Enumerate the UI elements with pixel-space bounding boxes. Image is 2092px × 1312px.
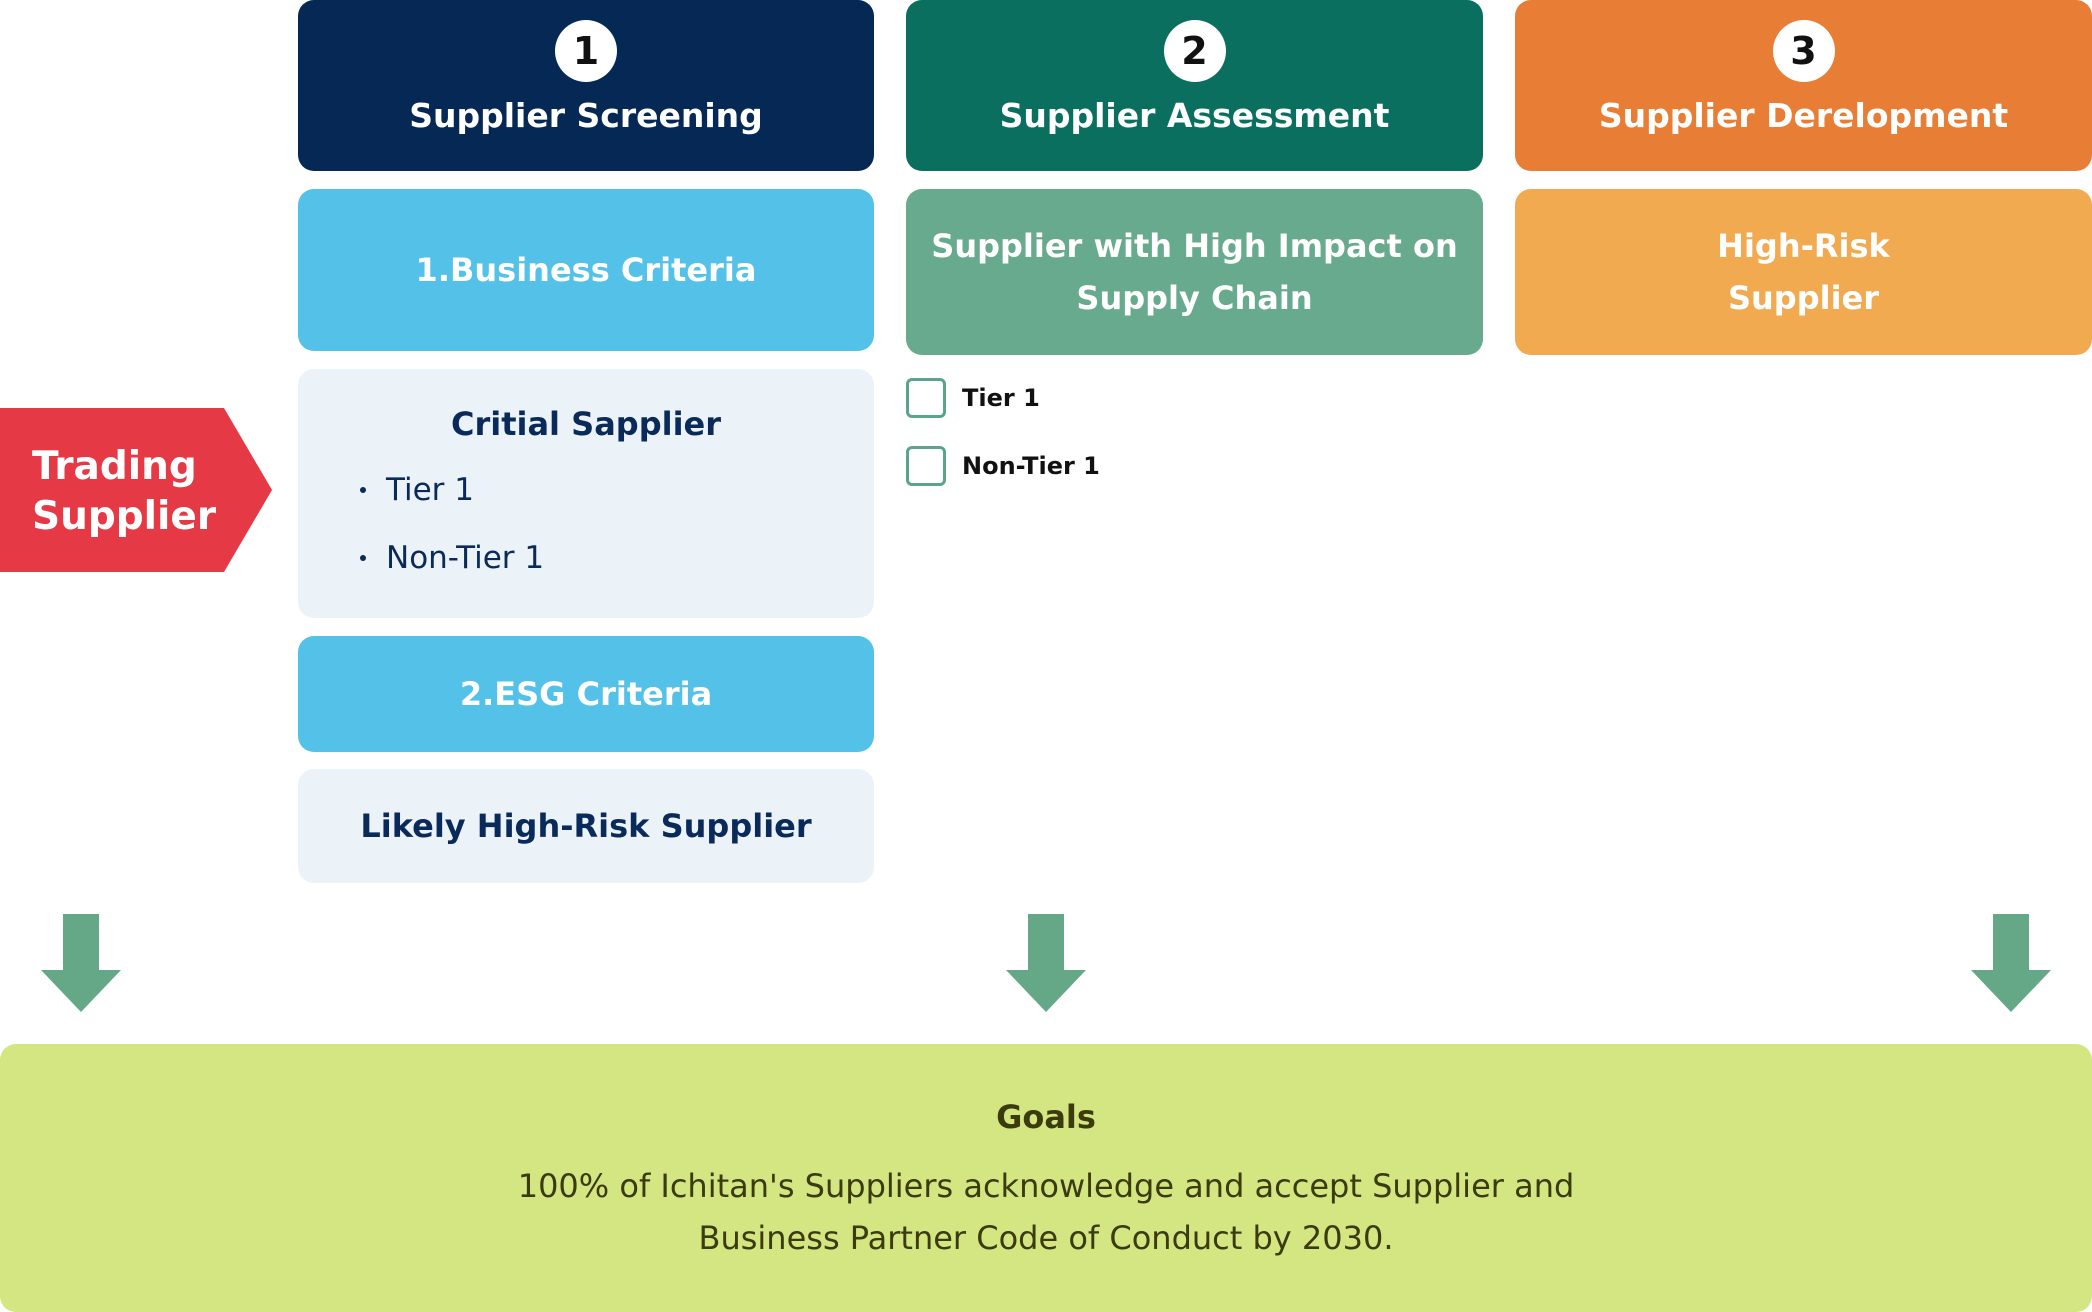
bullet-dot-icon xyxy=(360,555,366,561)
trading-supplier-line: Supplier xyxy=(32,494,217,539)
checklist-label: Tier 1 xyxy=(962,384,1040,412)
esg-criteria-label: 2.ESG Criteria xyxy=(459,675,713,713)
goals-line: Business Partner Code of Conduct by 2030… xyxy=(698,1219,1394,1257)
goals-line: 100% of Ichitan's Suppliers acknowledge … xyxy=(517,1167,1575,1205)
step-number-badge: 3 xyxy=(1772,20,1835,82)
critical-supplier-item-label: Non-Tier 1 xyxy=(386,540,545,576)
step-number-badge: 2 xyxy=(1163,20,1226,82)
high-risk-line: Supplier xyxy=(1727,279,1880,317)
critical-supplier-item: Non-Tier 1 xyxy=(360,540,544,576)
trading-supplier-label: Trading Supplier xyxy=(32,442,216,542)
esg-criteria-box: 2.ESG Criteria xyxy=(298,636,874,752)
step-title: Supplier Screening xyxy=(409,96,763,135)
checkbox-icon xyxy=(906,378,946,418)
high-impact-line: Supplier with High Impact on xyxy=(931,227,1458,265)
step-header-supplier-screening: 1 Supplier Screening xyxy=(298,0,874,171)
checklist-item-tier-1: Tier 1 xyxy=(906,378,1040,418)
goals-title: Goals xyxy=(996,1098,1096,1136)
checkbox-icon xyxy=(906,446,946,486)
checklist-label: Non-Tier 1 xyxy=(962,452,1100,480)
critical-supplier-item-label: Tier 1 xyxy=(386,472,474,508)
step-title: Supplier Derelopment xyxy=(1598,96,2009,135)
business-criteria-box: 1.Business Criteria xyxy=(298,189,874,351)
step-title: Supplier Assessment xyxy=(999,96,1390,135)
step-number-badge: 1 xyxy=(555,20,617,82)
critical-supplier-item: Tier 1 xyxy=(360,472,474,508)
step-header-supplier-development: 3 Supplier Derelopment xyxy=(1515,0,2092,171)
high-risk-line: High-Risk xyxy=(1717,227,1890,265)
high-impact-supplier-box: Supplier with High Impact on Supply Chai… xyxy=(906,189,1483,355)
critical-supplier-panel: Critial Sapplier Tier 1 Non-Tier 1 xyxy=(298,369,874,618)
likely-high-risk-label: Likely High-Risk Supplier xyxy=(360,807,812,845)
trading-supplier-line: Trading xyxy=(32,444,197,489)
arrow-down-icon xyxy=(1971,914,2051,1012)
likely-high-risk-box: Likely High-Risk Supplier xyxy=(298,769,874,883)
arrow-down-icon xyxy=(1006,914,1086,1012)
critical-supplier-title: Critial Sapplier xyxy=(450,405,722,443)
high-impact-line: Supply Chain xyxy=(1076,279,1313,317)
goals-text: 100% of Ichitan's Suppliers acknowledge … xyxy=(0,1160,2092,1264)
arrow-down-icon xyxy=(41,914,121,1012)
goals-panel: Goals 100% of Ichitan's Suppliers acknow… xyxy=(0,1044,2092,1312)
business-criteria-label: 1.Business Criteria xyxy=(415,251,757,289)
bullet-dot-icon xyxy=(360,487,366,493)
trading-supplier-tag: Trading Supplier xyxy=(0,408,272,572)
step-header-supplier-assessment: 2 Supplier Assessment xyxy=(906,0,1483,171)
tag-arrow-shape-icon xyxy=(0,408,272,572)
high-risk-supplier-box: High-Risk Supplier xyxy=(1515,189,2092,355)
checklist-item-non-tier-1: Non-Tier 1 xyxy=(906,446,1100,486)
